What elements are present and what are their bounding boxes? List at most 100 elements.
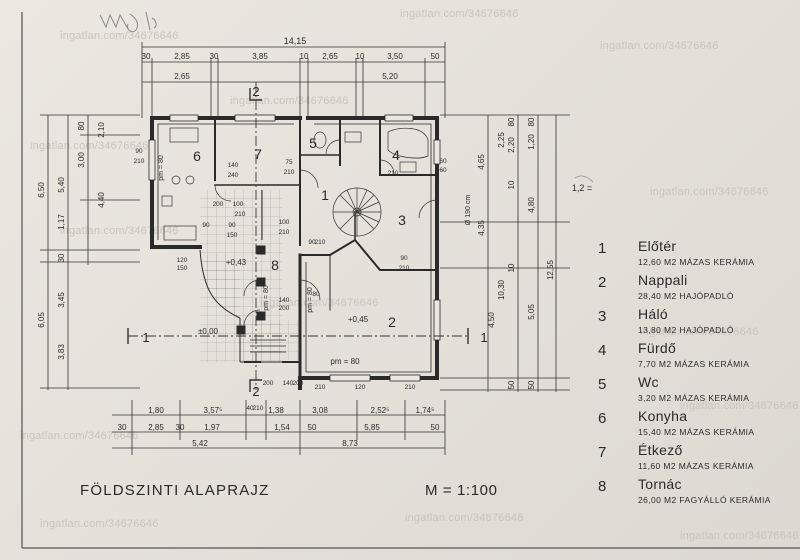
legend-number: 4: [598, 342, 607, 359]
room-number-label: 2: [388, 314, 396, 330]
dimension-label: 4,65: [477, 154, 486, 170]
dimension-label: 5,20: [382, 72, 398, 81]
watermark: ingatlan.com/34676646: [260, 297, 379, 309]
legend-item-1: 1 Előtér 12,60 M2 MÁZAS KERÁMIA: [598, 238, 794, 272]
room-legend: 1 Előtér 12,60 M2 MÁZAS KERÁMIA 2 Nappal…: [598, 238, 794, 510]
dimension-label: 10,30: [497, 279, 506, 300]
legend-room-desc: 13,80 M2 HAJÓPADLÓ: [638, 325, 734, 335]
stair-diameter-label: Ø 190 cm: [465, 195, 472, 226]
section-lines: [128, 82, 468, 390]
legend-room-name: Előtér: [638, 238, 677, 254]
dimension-label: 1,20: [527, 134, 536, 150]
legend-room-desc: 12,60 M2 MÁZAS KERÁMIA: [638, 257, 755, 267]
dimension-label: 3,00: [77, 152, 86, 168]
fixtures: [161, 127, 429, 241]
dimension-label: 10: [300, 52, 309, 61]
opening-size-label: 40: [246, 405, 254, 412]
dimension-label: 80: [507, 117, 516, 126]
inner-wall-lines: [157, 123, 432, 373]
legend-number: 1: [598, 240, 607, 257]
watermark: ingatlan.com/34676646: [40, 518, 159, 530]
legend-number: 7: [598, 444, 607, 461]
windows: [148, 114, 441, 382]
room-number-label: 6: [193, 148, 201, 164]
pencil-scribble: [99, 11, 157, 33]
dimension-label: 2,10: [97, 122, 106, 138]
legend-item-8: 8 Tornác 26,00 M2 FAGYÁLLÓ KERÁMIA: [598, 476, 794, 510]
dimension-label: 80: [77, 121, 86, 130]
dimension-label: 8,73: [342, 439, 358, 448]
opening-size-label: 100: [279, 219, 290, 226]
legend-room-desc: 7,70 M2 MÁZAS KERÁMIA: [638, 359, 750, 369]
legend-item-4: 4 Fürdő 7,70 M2 MÁZAS KERÁMIA: [598, 340, 794, 374]
opening-size-label: 210: [284, 169, 295, 176]
legend-item-6: 6 Konyha 15,40 M2 MÁZAS KERÁMIA: [598, 408, 794, 442]
pencil-mark: [574, 175, 594, 183]
legend-item-7: 7 Étkező 11,60 M2 MÁZAS KERÁMIA: [598, 442, 794, 476]
dimension-label: 4,80: [527, 197, 536, 213]
opening-size-label: 90: [228, 222, 236, 229]
dimension-label: 3,83: [57, 344, 66, 360]
room-number-label: 8: [271, 257, 279, 273]
dimension-label: 1,17: [57, 214, 66, 230]
dimension-label: 6,50: [37, 182, 46, 198]
dimension-label: 5,42: [192, 439, 208, 448]
opening-size-label: 200: [263, 380, 274, 387]
opening-size-label: 150: [177, 265, 188, 272]
dimension-label: 2,52⁵: [371, 406, 390, 415]
door-swings: [214, 139, 438, 327]
opening-size-label: 210: [279, 229, 290, 236]
legend-item-2: 2 Nappali 28,40 M2 HAJÓPADLÓ: [598, 272, 794, 306]
section-mark-label: 1: [142, 330, 149, 345]
dimension-label: 30: [176, 423, 185, 432]
section-mark-label: 2: [252, 384, 259, 399]
dimension-label: 50: [431, 52, 440, 61]
elevation-label: +0,45: [348, 315, 369, 324]
dimension-label: 2,65: [322, 52, 338, 61]
dimension-label: 3,08: [312, 406, 328, 415]
legend-room-name: Tornác: [638, 476, 682, 492]
opening-size-label: 90: [135, 148, 143, 155]
room-number-label: 7: [254, 146, 262, 162]
watermark: ingatlan.com/34676646: [640, 326, 759, 338]
dimension-label: 2,25: [497, 132, 506, 148]
watermark: ingatlan.com/34676646: [60, 30, 179, 42]
watermark: ingatlan.com/34676646: [230, 95, 349, 107]
legend-number: 6: [598, 410, 607, 427]
dimension-label: 2,20: [507, 137, 516, 153]
opening-size-label: 100: [233, 201, 244, 208]
room-number-label: 5: [309, 135, 317, 151]
legend-room-name: Fürdő: [638, 340, 677, 356]
opening-size-label: 90: [308, 239, 316, 246]
opening-size-label: 210: [235, 211, 246, 218]
porch-outline: [199, 190, 300, 363]
opening-size-label: 60: [439, 158, 447, 165]
plan-title: FÖLDSZINTI ALAPRAJZ: [80, 482, 270, 499]
dimension-label: 10: [507, 263, 516, 272]
opening-size-label: 210: [399, 265, 410, 272]
dimension-label: 10: [356, 52, 365, 61]
dimension-label: 3,57⁵: [204, 406, 223, 415]
legend-room-desc: 26,00 M2 FAGYÁLLÓ KERÁMIA: [638, 495, 771, 505]
opening-size-label: 140: [279, 297, 290, 304]
legend-room-name: Háló: [638, 306, 668, 322]
opening-size-label: 120: [355, 384, 366, 391]
dimension-label: 5,40: [57, 177, 66, 193]
legend-number: 8: [598, 478, 607, 495]
opening-size-label: 150: [227, 232, 238, 239]
legend-room-desc: 15,40 M2 MÁZAS KERÁMIA: [638, 427, 755, 437]
dimension-label: 4,35: [477, 220, 486, 236]
opening-size-label: 210: [388, 170, 399, 177]
room-number-label: 1: [321, 187, 329, 203]
opening-size-label: 210: [315, 384, 326, 391]
elevation-label: ±0,00: [198, 327, 219, 336]
dimension-label: 50: [507, 380, 516, 389]
legend-room-name: Konyha: [638, 408, 688, 424]
dimension-lines: [40, 42, 570, 455]
opening-size-label: 90: [202, 222, 210, 229]
room-number-label: 4: [392, 147, 400, 163]
legend-number: 3: [598, 308, 607, 325]
dimension-label: 2,85: [174, 52, 190, 61]
